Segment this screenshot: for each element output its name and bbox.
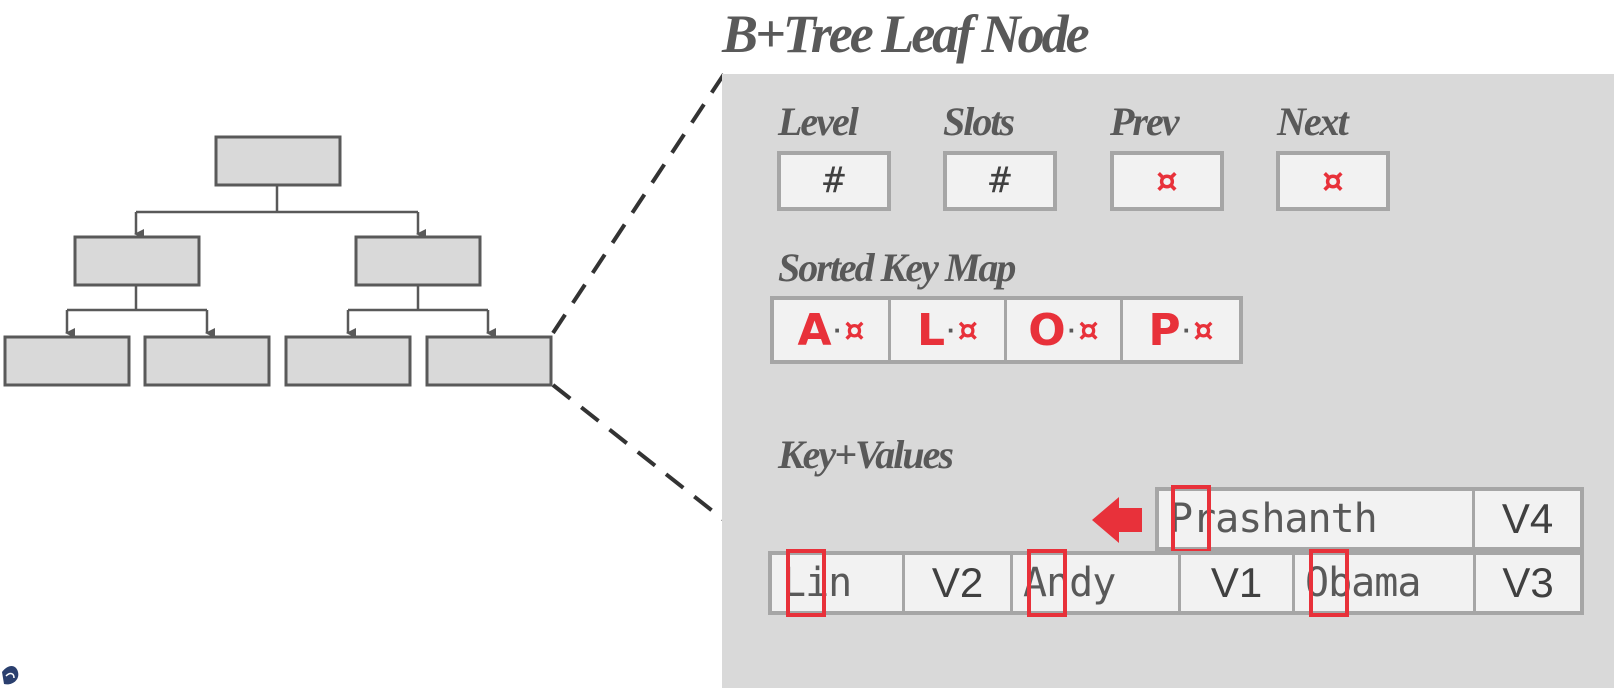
tree-inner-node-left — [73, 235, 201, 287]
next-label: Next — [1277, 99, 1349, 144]
next-box: ¤ — [1276, 151, 1390, 211]
level-value: # — [823, 160, 845, 201]
slots-value: # — [989, 160, 1011, 201]
key-map-separator: · — [1182, 314, 1192, 345]
key-value-key-cell: Obama — [1295, 549, 1476, 617]
key-map-entry: P·¤ — [1123, 300, 1239, 360]
key-map-entry: L·¤ — [891, 300, 1007, 360]
tree-leaf-node-1 — [3, 335, 131, 387]
level-box: # — [777, 151, 891, 211]
key-value-row: Lin V2 Andy V1 Obama V3 — [768, 549, 1584, 617]
prev-label: Prev — [1110, 99, 1180, 144]
key-map-pointer: ¤ — [844, 311, 865, 349]
prev-pointer: ¤ — [1156, 161, 1178, 201]
new-key-value-row: Prashanth V4 — [1155, 485, 1584, 553]
key-map-separator: · — [947, 314, 956, 345]
logo-icon — [2, 666, 19, 685]
key-value-value-cell: V2 — [905, 555, 1013, 611]
key-values-label: Key+Values — [778, 432, 954, 477]
key-map-separator: · — [833, 314, 843, 345]
slots-box: # — [943, 151, 1057, 211]
tree-root-node — [214, 135, 342, 187]
key-map-pointer: ¤ — [957, 311, 979, 349]
slots-label: Slots — [943, 99, 1015, 144]
key-value-value-cell: V3 — [1476, 555, 1580, 611]
key-map-pointer: ¤ — [1193, 311, 1214, 349]
key-value-key: Obama — [1305, 560, 1421, 606]
level-label: Level — [778, 99, 859, 144]
key-value-key-cell: Andy — [1013, 549, 1181, 617]
tree-leaf-node-4 — [425, 335, 553, 387]
key-map-key: L — [916, 304, 945, 356]
tree-leaf-node-3 — [284, 335, 412, 387]
key-value-key: Lin — [782, 560, 852, 606]
key-value-value: V3 — [1502, 559, 1554, 606]
key-map-separator: · — [1067, 314, 1077, 345]
key-map-key: A — [797, 304, 832, 356]
key-map-key: P — [1148, 304, 1181, 356]
page-title: B+Tree Leaf Node — [722, 4, 1090, 64]
sorted-key-map-label: Sorted Key Map — [778, 245, 1016, 290]
key-map-entry: A·¤ — [774, 300, 891, 360]
key-value-value: V4 — [1501, 495, 1554, 542]
key-value-value-cell: V4 — [1475, 491, 1580, 547]
key-value-value-cell: V1 — [1181, 555, 1295, 611]
key-map-pointer: ¤ — [1078, 311, 1099, 349]
key-value-key-cell: Prashanth — [1159, 485, 1475, 553]
zoom-lines — [551, 72, 726, 522]
tree-inner-node-right — [354, 235, 482, 287]
next-pointer: ¤ — [1322, 161, 1344, 201]
tree-leaf-node-2 — [143, 335, 271, 387]
key-value-value: V1 — [1210, 559, 1263, 606]
key-value-value: V2 — [931, 559, 984, 606]
key-value-key: Andy — [1023, 560, 1116, 606]
key-map-entry: O·¤ — [1007, 300, 1123, 360]
prev-box: ¤ — [1110, 151, 1224, 211]
sorted-key-map: A·¤ L·¤ O·¤ P·¤ — [770, 296, 1243, 364]
tree-connectors — [65, 186, 496, 338]
key-value-key: Prashanth — [1169, 496, 1378, 542]
key-value-key-cell: Lin — [772, 549, 905, 617]
key-map-key: O — [1028, 304, 1066, 356]
